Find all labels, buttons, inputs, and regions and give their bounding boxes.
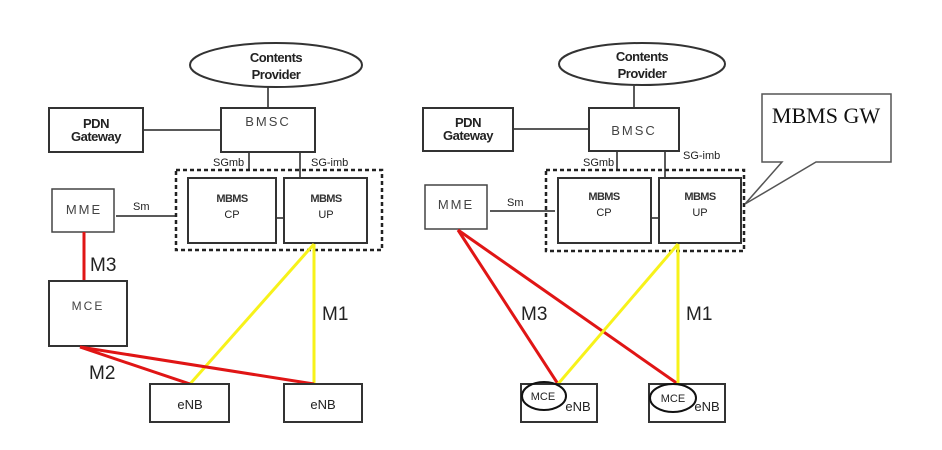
sgmb-label: SGmb bbox=[213, 157, 244, 169]
mbms-cp-label-line1: MBMS bbox=[216, 193, 247, 205]
sgimb-label: SG-imb bbox=[311, 157, 348, 169]
mbms-gw-callout-label: MBMS GW bbox=[772, 103, 880, 128]
mce-in-enb-1: MCE bbox=[521, 381, 567, 411]
m3-label: M3 bbox=[521, 304, 547, 325]
mbms-cp-label-line2: CP bbox=[596, 207, 611, 219]
mbms-up-node: MBMS UP bbox=[283, 177, 368, 244]
m3-link-enb2 bbox=[457, 228, 679, 386]
m3-link-enb1 bbox=[456, 229, 560, 385]
mbms-up-label-line1: MBMS bbox=[684, 191, 715, 203]
mce-in-enb-1-label: MCE bbox=[531, 391, 555, 403]
mce-in-enb-2: MCE bbox=[649, 383, 697, 413]
bmsc-label: BMSC bbox=[611, 123, 657, 138]
mbms-up-label-line2: UP bbox=[692, 207, 707, 219]
bmsc-node: BMSC bbox=[588, 107, 680, 152]
contents-provider-label-line1: Contents bbox=[250, 50, 303, 65]
mme-node: MME bbox=[51, 188, 115, 233]
contents-provider-label-line2: Provider bbox=[618, 66, 667, 81]
m1-label: M1 bbox=[686, 304, 712, 325]
mce-node: MCE bbox=[48, 280, 128, 347]
m2-label: M2 bbox=[89, 363, 115, 384]
mme-label: MME bbox=[438, 197, 474, 212]
mbms-gw-callout: MBMS GW bbox=[744, 93, 892, 205]
left-diagram: Contents Provider PDN Gateway BMSC SGmb … bbox=[48, 42, 384, 423]
pdn-gateway-node: PDN Gateway bbox=[422, 107, 514, 152]
pdn-gateway-label-line1: PDN bbox=[83, 116, 109, 131]
sgimb-label: SG-imb bbox=[683, 150, 720, 162]
pdn-gateway-label-line1: PDN bbox=[455, 115, 481, 130]
enb-1-label: eNB bbox=[177, 397, 202, 412]
right-diagram: Contents Provider PDN Gateway BMSC SGmb … bbox=[422, 42, 892, 423]
pdn-gateway-label-line2: Gateway bbox=[443, 128, 494, 143]
mme-node: MME bbox=[424, 184, 488, 230]
mbms-cp-node: MBMS CP bbox=[557, 177, 652, 244]
bmsc-node: BMSC bbox=[220, 107, 316, 153]
sm-label: Sm bbox=[507, 197, 524, 209]
m2-link-enb2 bbox=[79, 345, 315, 386]
enb-2-label: eNB bbox=[694, 399, 719, 414]
mme-label: MME bbox=[66, 202, 102, 217]
m1-label: M1 bbox=[322, 304, 348, 325]
enb-1-label: eNB bbox=[565, 399, 590, 414]
mce-in-enb-2-label: MCE bbox=[661, 393, 685, 405]
enb-node-2: eNB MCE bbox=[648, 383, 726, 423]
mbms-up-label-line1: MBMS bbox=[310, 193, 341, 205]
contents-provider-node: Contents Provider bbox=[558, 42, 726, 86]
contents-provider-node: Contents Provider bbox=[189, 42, 363, 88]
mbms-up-node: MBMS UP bbox=[658, 177, 742, 244]
enb-node-1: eNB MCE bbox=[520, 381, 598, 423]
sgmb-label: SGmb bbox=[583, 157, 614, 169]
mbms-cp-label-line1: MBMS bbox=[588, 191, 619, 203]
mce-label: MCE bbox=[72, 299, 105, 313]
sm-label: Sm bbox=[133, 201, 150, 213]
mbms-cp-label-line2: CP bbox=[224, 209, 239, 221]
m2-link-enb1 bbox=[79, 345, 191, 386]
bmsc-label: BMSC bbox=[245, 114, 291, 129]
enb-node-2: eNB bbox=[283, 383, 363, 423]
mbms-cp-node: MBMS CP bbox=[187, 177, 277, 244]
pdn-gateway-label-line2: Gateway bbox=[71, 129, 122, 144]
m1-link-enb1 bbox=[188, 243, 316, 385]
enb-node-1: eNB bbox=[149, 383, 230, 423]
mbms-up-label-line2: UP bbox=[318, 209, 333, 221]
enb-2-label: eNB bbox=[310, 397, 335, 412]
contents-provider-label-line2: Provider bbox=[252, 67, 301, 82]
contents-provider-label-line1: Contents bbox=[616, 49, 669, 64]
m1-link-enb1 bbox=[556, 243, 680, 385]
m3-label: M3 bbox=[90, 255, 116, 276]
mbms-gw-group bbox=[174, 168, 384, 252]
pdn-gateway-node: PDN Gateway bbox=[48, 107, 144, 153]
mbms-gw-group bbox=[544, 168, 746, 253]
